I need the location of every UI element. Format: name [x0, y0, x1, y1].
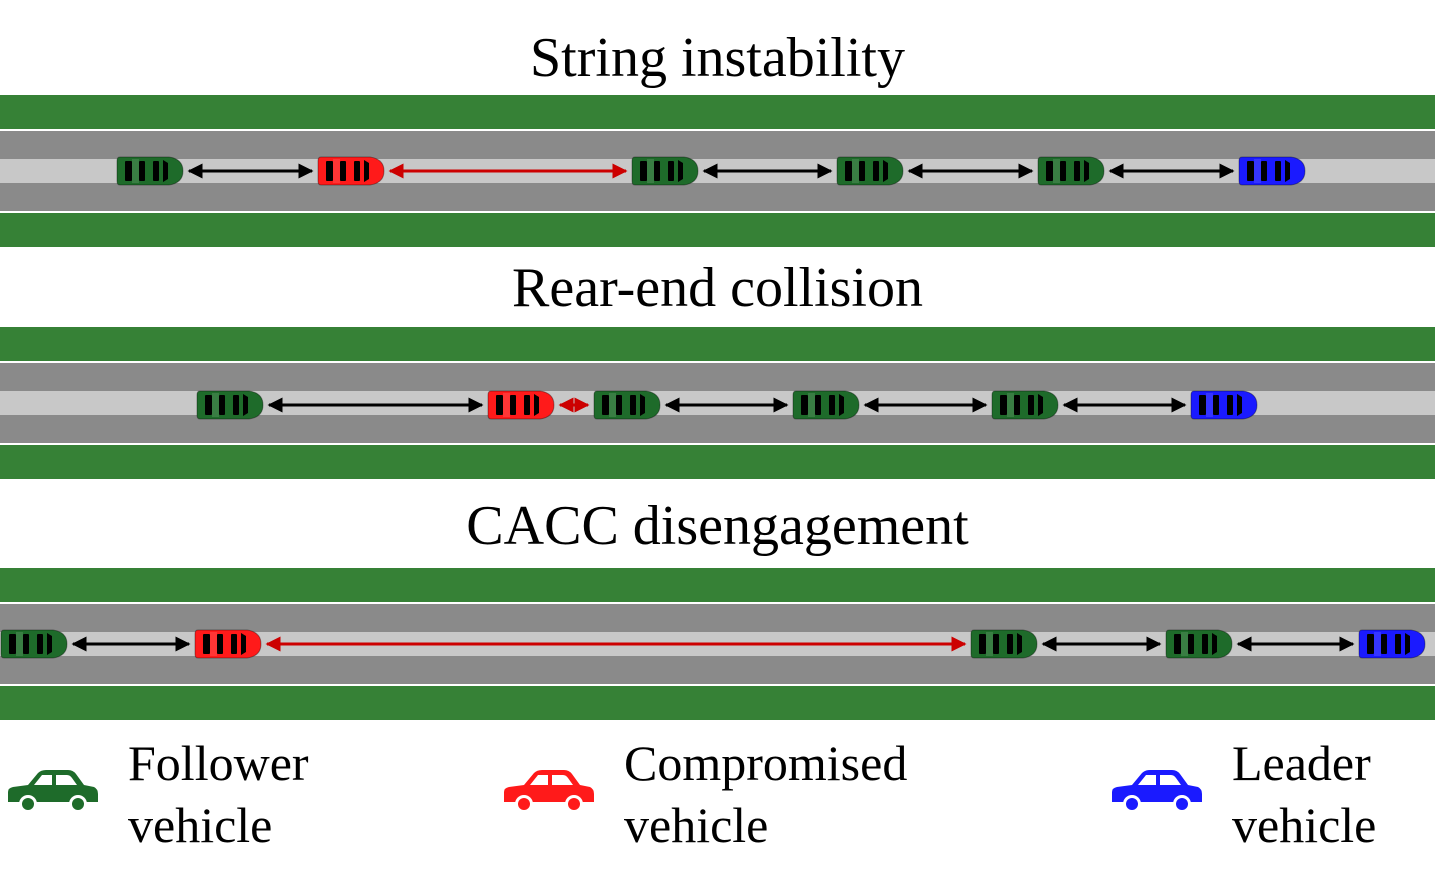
scenario-title-string-instability: String instability: [530, 27, 905, 89]
legend-compromised-line2: vehicle: [624, 797, 769, 853]
follower-vehicle: [1037, 156, 1105, 186]
grass-strip: [0, 213, 1435, 247]
grass-strip: [0, 327, 1435, 361]
follower-vehicle: [1165, 629, 1233, 659]
leader-vehicle: [1190, 390, 1258, 420]
grass-strip: [0, 445, 1435, 479]
compromised-vehicle: [317, 156, 385, 186]
follower-vehicle: [631, 156, 699, 186]
follower-vehicle: [196, 390, 264, 420]
grass-strip: [0, 686, 1435, 720]
car-side-icon: [1112, 770, 1202, 813]
scenario-title-rear-end-collision: Rear-end collision: [512, 257, 923, 319]
legend-leader-line2: vehicle: [1232, 797, 1377, 853]
legend-leader-line1: Leader: [1232, 735, 1371, 791]
car-side-icon: [8, 770, 98, 813]
compromised-vehicle: [194, 629, 262, 659]
legend-follower-line1: Follower: [128, 735, 309, 791]
legend-compromised-line1: Compromised: [624, 735, 908, 791]
compromised-vehicle: [487, 390, 555, 420]
follower-vehicle: [970, 629, 1038, 659]
leader-vehicle: [1238, 156, 1306, 186]
leader-vehicle: [1358, 629, 1426, 659]
follower-vehicle: [836, 156, 904, 186]
follower-vehicle: [593, 390, 661, 420]
grass-strip: [0, 95, 1435, 129]
follower-vehicle: [991, 390, 1059, 420]
legend-follower-line2: vehicle: [128, 797, 273, 853]
follower-vehicle: [0, 629, 68, 659]
grass-strip: [0, 568, 1435, 602]
scenario-title-cacc-disengagement: CACC disengagement: [466, 495, 969, 557]
car-side-icon: [504, 770, 594, 813]
follower-vehicle: [116, 156, 184, 186]
follower-vehicle: [792, 390, 860, 420]
